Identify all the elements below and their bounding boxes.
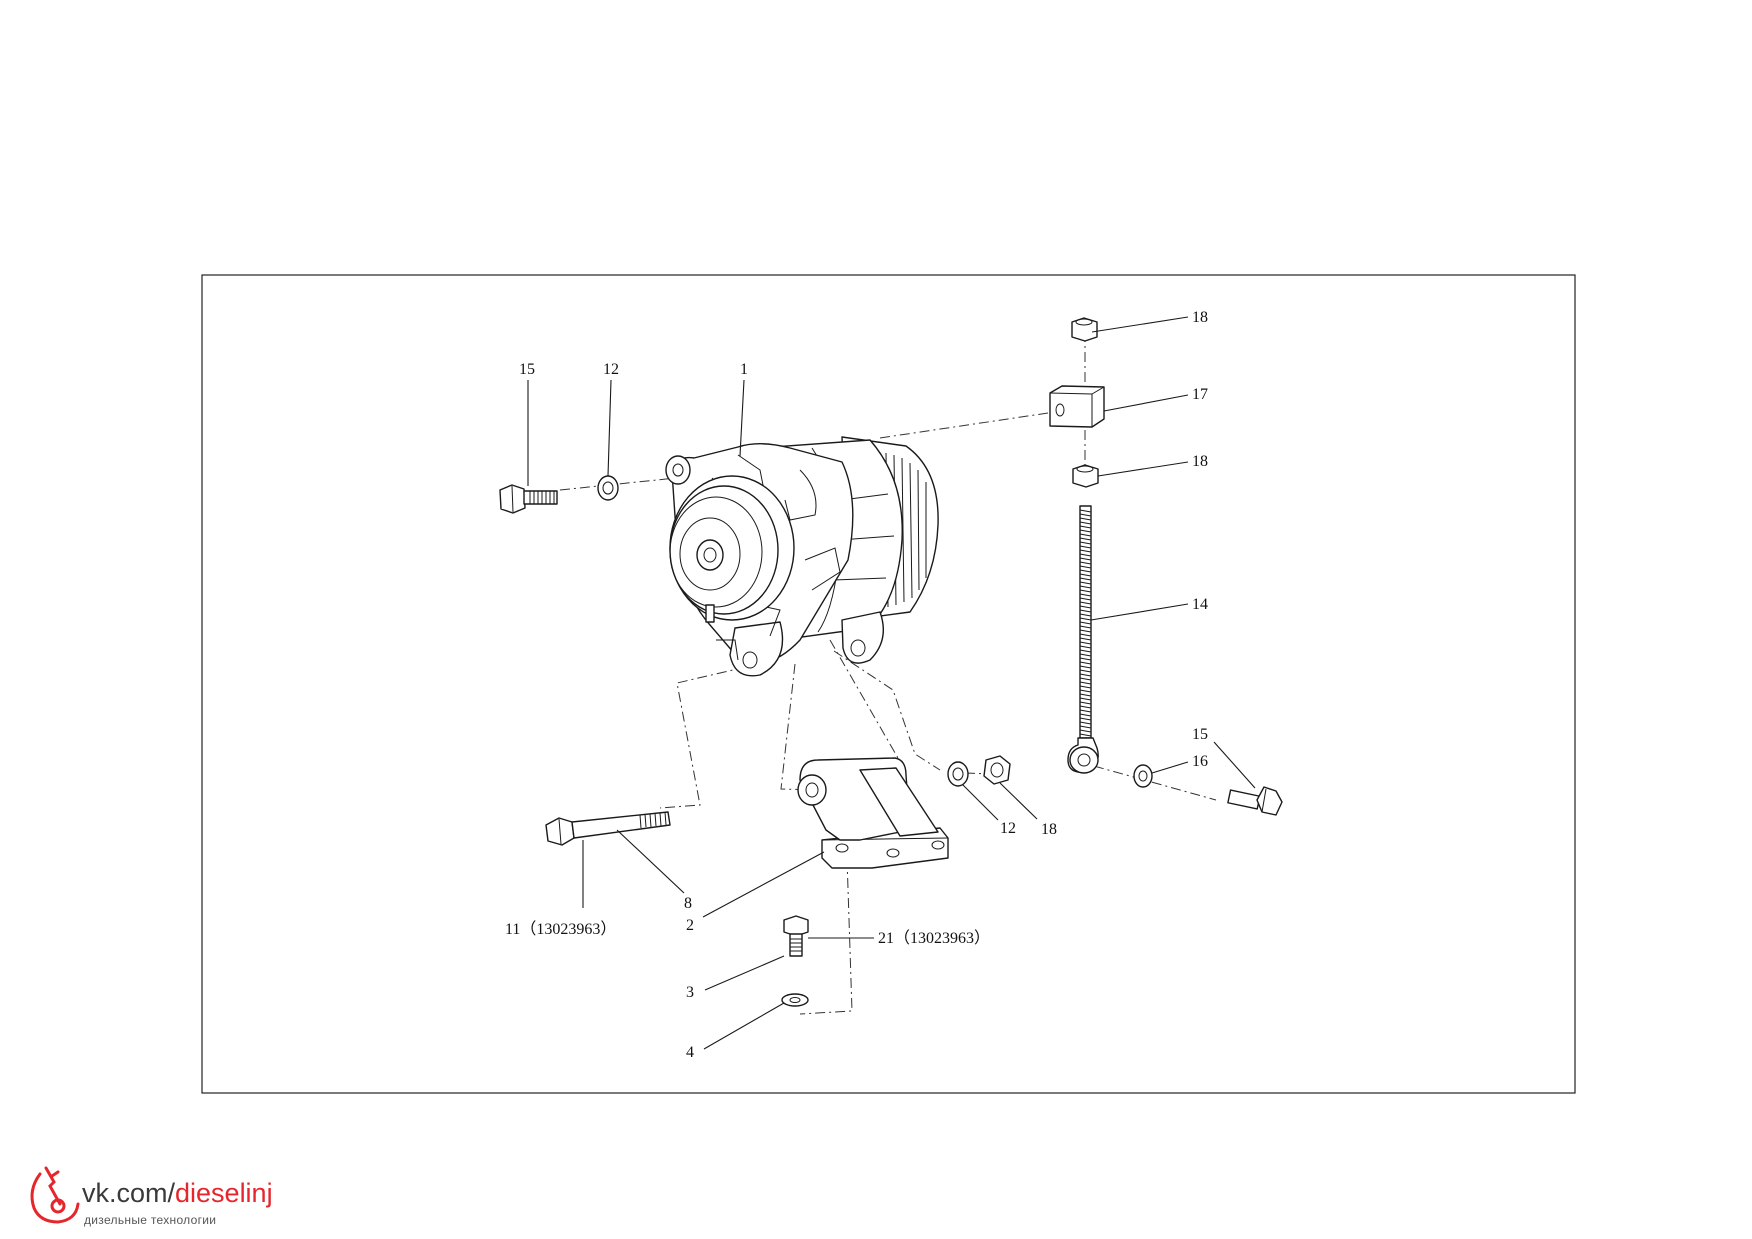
callout-17: 17 <box>1192 386 1208 403</box>
callout-3: 3 <box>686 984 694 1001</box>
callout-15-right: 15 <box>1192 726 1208 743</box>
rod-thread-mark <box>1079 673 1092 677</box>
rod-thread-mark <box>1079 581 1092 585</box>
rod-thread-mark <box>1079 633 1092 637</box>
washer-12-top <box>597 475 619 501</box>
rod-thread-mark <box>1079 677 1092 681</box>
rod-thread-mark <box>1079 637 1092 641</box>
rod-thread-mark <box>1079 657 1092 661</box>
callout-4: 4 <box>686 1044 694 1061</box>
watermark-tagline: дизельные технологии <box>84 1213 217 1227</box>
rod-thread-mark <box>1079 597 1092 601</box>
rod-thread-mark <box>1079 573 1092 577</box>
rod-thread-mark <box>1079 717 1092 721</box>
rod-thread-mark <box>1079 713 1092 717</box>
rod-thread-mark <box>1079 601 1092 605</box>
bracket-2 <box>797 757 949 869</box>
rod-thread-mark <box>1079 613 1092 617</box>
rod-thread-mark <box>1079 605 1092 609</box>
callout-15-top: 15 <box>519 361 535 378</box>
callout-12-bottom: 12 <box>1000 820 1016 837</box>
nut-18-mid <box>1072 464 1099 488</box>
rod-thread-mark <box>1079 669 1092 673</box>
rod-thread-mark <box>1079 725 1092 729</box>
callout-labels: 15 12 1 18 17 18 14 15 16 12 18 8 2 11（1… <box>505 309 1208 1061</box>
rod-thread-mark <box>1079 609 1092 613</box>
callout-2: 2 <box>686 917 694 934</box>
watermark-site-accent: dieselinj <box>175 1178 273 1208</box>
rod-thread-mark <box>1079 681 1092 685</box>
rod-thread-mark <box>1079 577 1092 581</box>
rod-thread-mark <box>1079 705 1092 709</box>
leader-lines <box>527 316 1256 1050</box>
rod-thread-mark <box>1079 649 1092 653</box>
rod-thread-mark <box>1079 569 1092 573</box>
bolt-15-right <box>1227 786 1283 816</box>
rod-thread-mark <box>1079 665 1092 669</box>
rod-thread-mark <box>1079 561 1092 565</box>
rod-thread-mark <box>1079 537 1092 541</box>
rod-thread-mark <box>1079 553 1092 557</box>
callout-16: 16 <box>1192 753 1208 770</box>
assembly-centerlines <box>559 332 1217 1015</box>
callout-18-mid: 18 <box>1192 453 1208 470</box>
rod-thread-mark <box>1079 653 1092 657</box>
rod-thread-mark <box>1079 517 1092 521</box>
rod-thread-mark <box>1079 593 1092 597</box>
rod-thread-mark <box>1079 617 1092 621</box>
washer-12-bottom <box>947 761 969 787</box>
callout-12-top: 12 <box>603 361 619 378</box>
rod-thread-mark <box>1079 661 1092 665</box>
callout-18-top: 18 <box>1192 309 1208 326</box>
rod-thread-mark <box>1079 533 1092 537</box>
washer-4 <box>781 993 809 1007</box>
bolt-8 <box>545 811 671 846</box>
alternator-1 <box>665 436 939 677</box>
rod-thread-mark <box>1079 521 1092 525</box>
rod-thread-mark <box>1079 625 1092 629</box>
callout-11: 11（13023963） <box>505 920 616 938</box>
callout-8: 8 <box>684 895 692 912</box>
rod-thread-mark <box>1079 589 1092 593</box>
rod-thread-mark <box>1079 641 1092 645</box>
rod-thread-mark <box>1079 513 1092 517</box>
nut-18-bottom <box>983 755 1011 785</box>
rod-thread-mark <box>1079 729 1092 733</box>
rod-thread-mark <box>1079 557 1092 561</box>
callout-14: 14 <box>1192 596 1208 613</box>
rod-thread-mark <box>1079 585 1092 589</box>
rod-thread-mark <box>1079 645 1092 649</box>
injector-logo-icon <box>30 1166 80 1224</box>
rod-thread-mark <box>1079 541 1092 545</box>
rod-thread-mark <box>1079 693 1092 697</box>
rod-thread-mark <box>1079 621 1092 625</box>
rod-thread-mark <box>1079 529 1092 533</box>
callout-1: 1 <box>740 361 748 378</box>
rod-thread-mark <box>1079 697 1092 701</box>
callout-21: 21（13023963） <box>878 929 990 947</box>
diagram-frame <box>201 274 1576 1094</box>
rod-thread-mark <box>1079 733 1092 737</box>
rod-thread-mark <box>1079 629 1092 633</box>
bolt-15-top <box>499 484 558 514</box>
threaded-rod-14 <box>1067 505 1099 774</box>
rod-thread-mark <box>1079 545 1092 549</box>
callout-18-bottom: 18 <box>1041 821 1057 838</box>
rod-thread-mark <box>1079 689 1092 693</box>
nut-18-top <box>1071 317 1098 342</box>
rod-thread-mark <box>1079 709 1092 713</box>
rod-thread-mark <box>1079 549 1092 553</box>
bolt-3 <box>783 915 809 957</box>
rod-thread-mark <box>1079 509 1092 513</box>
washer-16 <box>1133 764 1153 788</box>
rod-thread-mark <box>1079 525 1092 529</box>
rod-thread-mark <box>1079 721 1092 725</box>
rod-thread-mark <box>1079 701 1092 705</box>
block-17 <box>1049 385 1105 428</box>
rod-thread-mark <box>1079 565 1092 569</box>
watermark-site: vk.com/dieselinj <box>82 1178 273 1209</box>
watermark-site-prefix: vk.com/ <box>82 1178 176 1208</box>
rod-thread-mark <box>1079 685 1092 689</box>
